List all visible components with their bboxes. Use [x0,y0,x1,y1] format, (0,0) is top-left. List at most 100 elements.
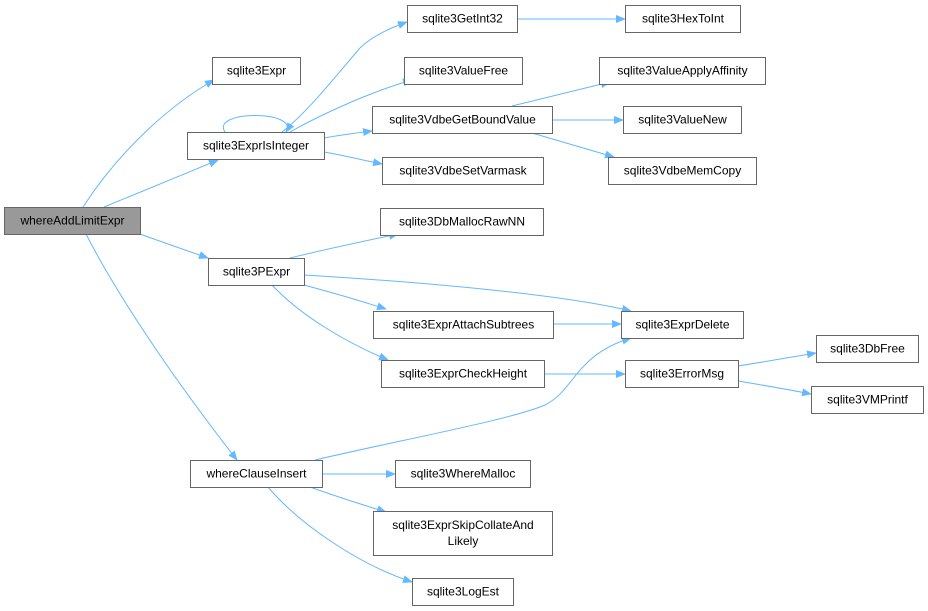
node-label: sqlite3ValueFree [419,64,508,78]
edge-sqlite3PExpr-to-sqlite3ExprDelete [303,274,632,313]
edge-arrow [323,151,383,167]
node-label: sqlite3WhereMalloc [411,467,516,481]
edge-whereClauseInsert-to-sqlite3ExprDelete [314,336,632,461]
node-sqlite3ExprAttachSubtrees[interactable]: sqlite3ExprAttachSubtrees [373,311,554,339]
node-box[interactable] [373,511,553,556]
node-box[interactable] [382,157,544,185]
node-box[interactable] [412,578,514,606]
node-label: whereAddLimitExpr [19,214,124,228]
edge-sqlite3ExprIsInteger-to-sqlite3ValueFree [289,78,413,133]
node-box[interactable] [816,335,919,363]
node-label: sqlite3ErrorMsg [640,367,724,381]
edge-sqlite3PExpr-to-sqlite3DbMallocRawNN [289,231,399,259]
edge-sqlite3PExpr-to-sqlite3ExprCheckHeight [271,284,389,361]
edges-layer [82,15,817,584]
node-box[interactable] [381,360,545,388]
edge-arrow [271,284,389,361]
node-sqlite3HexToInt[interactable]: sqlite3HexToInt [625,5,741,33]
node-box[interactable] [621,311,744,339]
edge-sqlite3ExprIsInteger-to-sqlite3GetInt32 [281,21,408,133]
node-box[interactable] [608,157,757,185]
node-label: sqlite3ExprAttachSubtrees [393,318,534,332]
node-sqlite3VMPrintf[interactable]: sqlite3VMPrintf [811,386,924,414]
edge-arrow [281,21,408,133]
node-sqlite3ErrorMsg[interactable]: sqlite3ErrorMsg [625,360,739,388]
node-box[interactable] [811,386,924,414]
node-sqlite3WhereMalloc[interactable]: sqlite3WhereMalloc [395,460,531,488]
node-box[interactable] [208,258,305,286]
node-sqlite3DbMallocRawNN[interactable]: sqlite3DbMallocRawNN [380,208,544,236]
edge-arrow [82,79,215,208]
node-label: sqlite3GetInt32 [422,12,503,26]
edge-whereAddLimitExpr-to-whereClauseInsert [85,233,238,461]
node-label: sqlite3PExpr [223,265,290,279]
edge-arrow [531,132,615,159]
node-sqlite3ExprDelete[interactable]: sqlite3ExprDelete [621,311,744,339]
node-sqlite3ExprCheckHeight[interactable]: sqlite3ExprCheckHeight [381,360,545,388]
node-box[interactable] [625,5,741,33]
node-box[interactable] [380,208,544,236]
node-label: sqlite3Expr [227,64,286,78]
edge-arrow [85,233,238,461]
node-label: whereClauseInsert [205,467,307,481]
node-label: sqlite3VMPrintf [827,393,908,407]
node-whereAddLimitExpr[interactable]: whereAddLimitExpr [4,207,141,235]
node-sqlite3LogEst[interactable]: sqlite3LogEst [412,578,514,606]
node-label: sqlite3LogEst [427,585,500,599]
edge-arrow [139,233,209,259]
node-sqlite3DbFree[interactable]: sqlite3DbFree [816,335,919,363]
edge-sqlite3ErrorMsg-to-sqlite3VMPrintf [737,380,812,397]
node-sqlite3VdbeMemCopy[interactable]: sqlite3VdbeMemCopy [608,157,757,185]
node-label: sqlite3ExprIsInteger [203,139,309,153]
nodes-layer: whereAddLimitExpr sqlite3Expr sqlite3ExprI… [4,5,924,606]
node-sqlite3ExprIsInteger[interactable]: sqlite3ExprIsInteger [187,132,325,160]
edge-arrow [289,78,413,133]
edge-arrow [323,128,373,139]
node-label: sqlite3VdbeMemCopy [624,164,741,178]
node-box[interactable] [623,106,742,134]
node-box[interactable] [395,460,531,488]
node-box[interactable] [372,106,553,134]
node-sqlite3GetInt32[interactable]: sqlite3GetInt32 [407,5,518,33]
node-box[interactable] [599,57,766,85]
node-sqlite3VdbeGetBoundValue[interactable]: sqlite3VdbeGetBoundValue [372,106,553,134]
node-label: sqlite3ExprCheckHeight [399,367,528,381]
node-sqlite3Expr[interactable]: sqlite3Expr [212,57,301,85]
node-sqlite3VdbeSetVarmask[interactable]: sqlite3VdbeSetVarmask [382,157,544,185]
node-label: sqlite3ExprSkipCollateAnd [392,518,533,532]
node-box[interactable] [212,57,301,85]
edge-arrow [737,380,812,397]
edge-arrow [511,80,611,107]
edge-arrow [314,336,632,461]
edge-sqlite3ExprIsInteger-to-sqlite3ExprIsInteger [222,115,295,133]
edge-sqlite3ExprIsInteger-to-sqlite3VdbeGetBoundValue [323,128,373,139]
edge-arrow [309,486,387,514]
node-label: sqlite3ValueNew [638,113,727,127]
node-label: sqlite3DbFree [830,342,905,356]
node-sqlite3ValueApplyAffinity[interactable]: sqlite3ValueApplyAffinity [599,57,766,85]
edge-arrow [289,231,399,259]
node-label: sqlite3HexToInt [642,12,725,26]
node-box[interactable] [373,311,554,339]
node-sqlite3ValueFree[interactable]: sqlite3ValueFree [404,57,523,85]
node-box[interactable] [4,207,141,235]
edge-sqlite3ErrorMsg-to-sqlite3DbFree [737,350,817,367]
edge-arrow [737,350,817,367]
edge-arrow [103,159,219,208]
node-box[interactable] [407,5,518,33]
edge-arrow [303,284,387,311]
node-sqlite3ValueNew[interactable]: sqlite3ValueNew [623,106,742,134]
node-box[interactable] [187,132,325,160]
node-whereClauseInsert[interactable]: whereClauseInsert [190,460,323,488]
edge-whereAddLimitExpr-to-sqlite3Expr [82,79,215,208]
node-box[interactable] [190,460,323,488]
node-sqlite3PExpr[interactable]: sqlite3PExpr [208,258,305,286]
edge-whereAddLimitExpr-to-sqlite3PExpr [139,233,209,259]
node-label: Likely [448,534,479,548]
node-box[interactable] [625,360,739,388]
edge-sqlite3ExprIsInteger-to-sqlite3VdbeSetVarmask [323,151,383,167]
edge-whereAddLimitExpr-to-sqlite3ExprIsInteger [103,159,219,208]
node-box[interactable] [404,57,523,85]
